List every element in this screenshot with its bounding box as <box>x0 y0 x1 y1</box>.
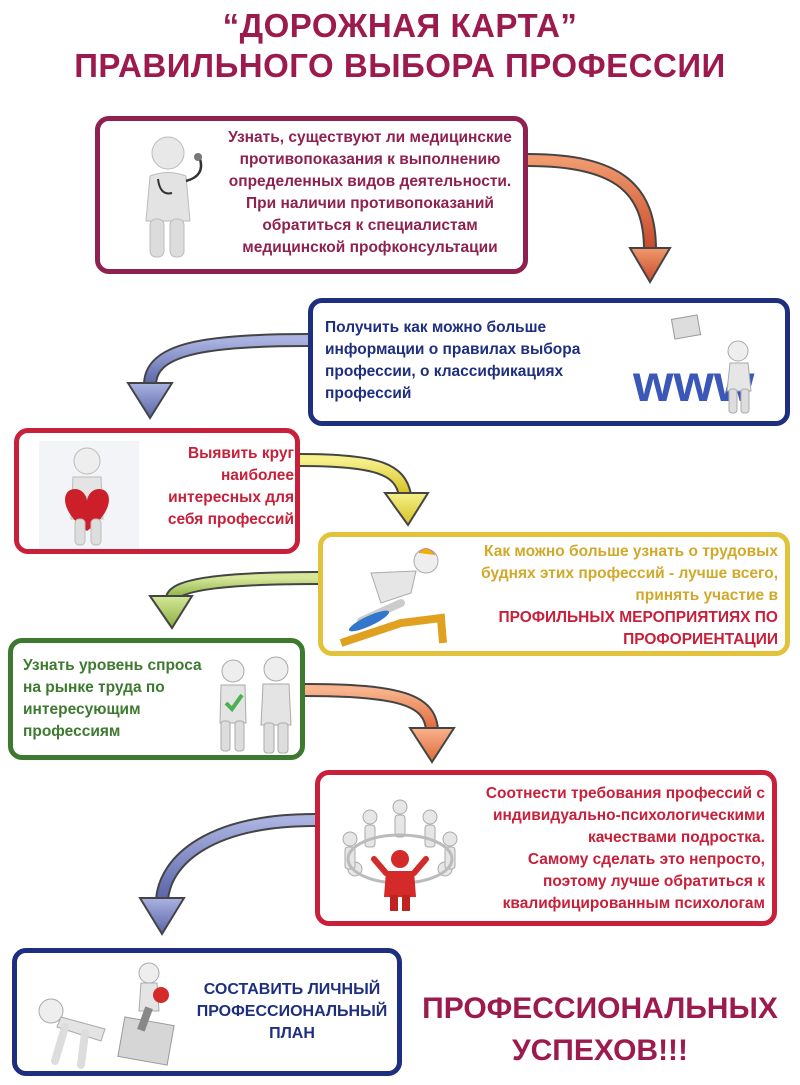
step-2-card: Получить как можно больше информации о п… <box>308 298 790 426</box>
step-6-card: Соотнести требования профессий с индивид… <box>315 770 777 926</box>
step-4-card: Как можно больше узнать о трудовых будня… <box>318 532 790 656</box>
arrow-1-to-2 <box>521 153 672 284</box>
step-5-line-2: на рынке труда по <box>23 679 165 696</box>
skateboard-figure-icon <box>339 548 447 647</box>
arrow-4-to-5 <box>148 571 325 630</box>
step-4-line-3: принять участие в <box>635 587 778 604</box>
step-3-card: Выявить круг наиболее интересных для себ… <box>14 428 300 554</box>
step-1-line-3: определенных видов деятельности. <box>228 173 512 190</box>
step-3-line-2: наиболее <box>220 467 294 484</box>
step-7-line-1: СОСТАВИТЬ ЛИЧНЫЙ <box>203 981 381 998</box>
www-figure-icon: www <box>633 314 755 414</box>
title-line-1: “ДОРОЖНАЯ КАРТА” <box>222 7 578 44</box>
closing-line-2: УСПЕХОВ!!! <box>511 1034 689 1067</box>
arrow-6-to-7 <box>138 813 322 936</box>
step-6-line-6: квалифицированным психологам <box>502 895 765 912</box>
step-4-line-1: Как можно больше узнать о трудовых <box>484 543 778 560</box>
step-7-line-3: ПЛАН <box>269 1025 315 1042</box>
step-6-line-4: Самому сделать это непросто, <box>527 851 765 868</box>
closing-line-1: ПРОФЕССИОНАЛЬНЫХ <box>422 992 778 1025</box>
step-2-line-4: профессий <box>325 385 412 402</box>
step-1-line-6: медицинской профконсультации <box>242 239 498 256</box>
step-5-line-4: профессиям <box>23 723 121 740</box>
step-5-line-3: интересующим <box>23 701 141 718</box>
step-6-line-2: индивидуально-психологическими <box>493 807 765 824</box>
step-4-line-2: буднях этих профессий - лучше всего, <box>481 565 778 582</box>
step-6-line-1: Соотнести требования профессий с <box>485 785 765 802</box>
step-4-emph-line-1: ПРОФИЛЬНЫХ МЕРОПРИЯТИЯХ ПО <box>498 609 778 626</box>
arrow-2-to-3 <box>126 333 315 420</box>
heart-figure-icon <box>39 441 139 549</box>
circle-of-figures-icon <box>342 799 458 911</box>
step-2-line-2: информации о правилах выбора <box>325 341 581 358</box>
arrow-3-to-4 <box>293 453 430 527</box>
step-2-line-3: профессии, о классификациях <box>325 363 564 380</box>
step-5-card: Узнать уровень спроса на рынке труда по … <box>8 638 305 760</box>
step-2-line-1: Получить как можно больше <box>325 319 547 336</box>
step-6-line-3: качествами подростка. <box>588 829 765 846</box>
step-1-line-5: обратиться к специалистам <box>262 217 478 234</box>
step-7-card: СОСТАВИТЬ ЛИЧНЫЙ ПРОФЕССИОНАЛЬНЫЙ ПЛАН <box>12 948 402 1076</box>
step-3-line-1: Выявить круг <box>187 445 294 462</box>
arrow-5-to-6 <box>298 683 456 764</box>
step-3-line-4: себя профессий <box>167 511 294 528</box>
two-figures-icon <box>219 656 292 754</box>
step-4-emph-line-2: ПРОФОРИЕНТАЦИИ <box>623 631 778 648</box>
switch-figures-icon <box>38 962 175 1069</box>
doctor-figure-icon <box>145 136 203 258</box>
title-line-2: ПРАВИЛЬНОГО ВЫБОРА ПРОФЕССИИ <box>74 47 726 84</box>
step-5-line-1: Узнать уровень спроса <box>23 657 202 674</box>
step-7-line-2: ПРОФЕССИОНАЛЬНЫЙ <box>196 1003 388 1020</box>
step-1-line-2: противопоказания к выполнению <box>239 151 501 168</box>
step-1-line-1: Узнать, существуют ли медицинские <box>228 129 512 146</box>
step-3-line-3: интересных для <box>168 489 294 506</box>
step-1-card: Узнать, существуют ли медицинские против… <box>95 116 528 274</box>
step-1-line-4: При наличии противопоказаний <box>246 195 494 212</box>
step-6-line-5: поэтому лучше обратиться к <box>542 873 765 890</box>
